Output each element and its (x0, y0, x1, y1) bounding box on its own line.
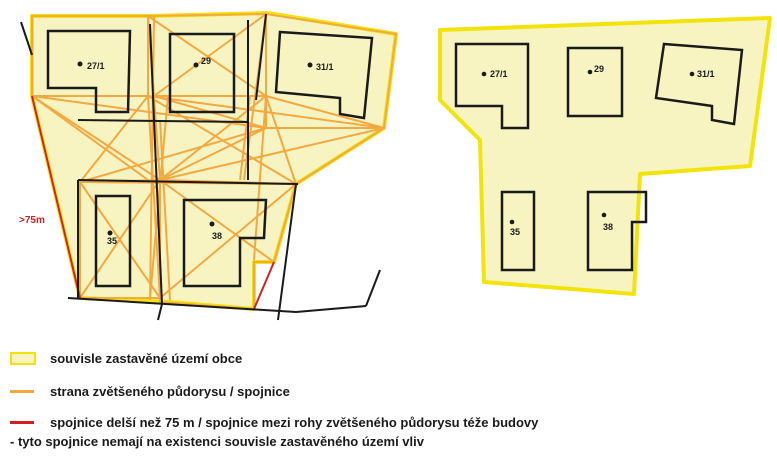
building-35 (94, 194, 132, 288)
building-r-35 (500, 190, 536, 272)
building-27-1 (46, 29, 132, 114)
building-label-29: 29 (201, 56, 211, 66)
building-label-31-1: 31/1 (316, 62, 334, 72)
building-29 (168, 32, 236, 114)
building-label-r-35: 35 (510, 227, 520, 237)
building-label-38: 38 (212, 231, 222, 241)
legend-text-note: - tyto spojnice nemají na existenci souv… (10, 434, 424, 449)
parcel-lines (20, 13, 381, 321)
built-up-area-right (438, 16, 772, 296)
building-31-1 (274, 30, 374, 120)
buildings-right (454, 42, 744, 272)
legend-item-connector: strana zvětšeného půdorysu / spojnice (10, 384, 290, 399)
building-r-29 (566, 46, 624, 118)
built-up-area-diagram: 27/1 29 31/1 35 38 >75m 27/1 29 31/1 35 … (19, 11, 772, 321)
buildings-left (46, 29, 374, 288)
building-dots-right (481, 69, 695, 225)
building-38 (182, 198, 268, 288)
distance-label: >75m (19, 215, 45, 226)
legend-item-long-connector: spojnice delší než 75 m / spojnice mezi … (10, 415, 538, 430)
building-label-27-1: 27/1 (87, 61, 105, 71)
built-up-area-left (30, 11, 398, 311)
building-dots-left (77, 61, 313, 236)
legend-text-long-connector: spojnice delší než 75 m / spojnice mezi … (50, 415, 539, 430)
building-label-r-31-1: 31/1 (697, 69, 715, 79)
long-connector-swatch (10, 421, 34, 424)
left-panel: 27/1 29 31/1 35 38 >75m (19, 11, 398, 321)
long-connectors (31, 95, 275, 310)
legend-text-connector: strana zvětšeného půdorysu / spojnice (50, 384, 290, 399)
building-label-r-29: 29 (594, 64, 604, 74)
building-r-38 (586, 190, 648, 272)
building-label-35: 35 (107, 236, 117, 246)
building-r-27-1 (454, 42, 530, 130)
building-r-31-1 (654, 42, 744, 126)
building-label-r-38: 38 (603, 222, 613, 232)
right-panel: 27/1 29 31/1 35 38 (438, 16, 772, 296)
legend-note: - tyto spojnice nemají na existenci souv… (10, 434, 424, 449)
legend-text-area: souvisle zastavěné území obce (50, 351, 243, 366)
legend-item-area: souvisle zastavěné území obce (10, 351, 242, 366)
area-swatch (10, 352, 36, 365)
connector-swatch (10, 390, 34, 393)
building-label-r-27-1: 27/1 (490, 69, 508, 79)
